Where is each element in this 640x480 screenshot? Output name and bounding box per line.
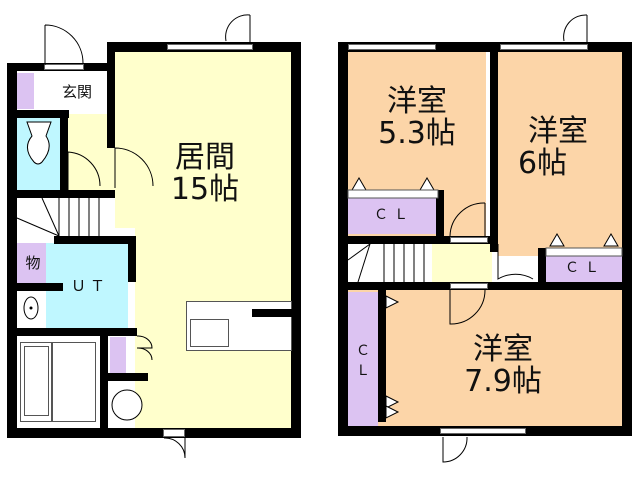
room-size: 6帖	[518, 146, 568, 182]
wall	[100, 328, 108, 428]
wall	[7, 428, 301, 438]
toilet-icon	[26, 121, 52, 165]
room-name: 洋室	[473, 332, 533, 367]
wall	[538, 248, 546, 284]
window	[167, 44, 253, 50]
entrance-door-opening	[44, 64, 84, 70]
wall	[378, 290, 386, 422]
closet-2-label: ＣＬ	[565, 260, 605, 276]
bedroom-5-3-label: 洋室 5.3帖	[362, 84, 472, 152]
floor-1-plan: 居間 15帖 玄関 ＵＴ 物	[0, 0, 310, 480]
wall	[128, 236, 136, 282]
window	[500, 44, 588, 50]
room-name: 洋室	[528, 114, 588, 149]
staircase	[347, 243, 432, 283]
bedroom-7-9-fill	[348, 290, 622, 428]
wall	[490, 42, 498, 252]
closet-3-label: Ｃ Ｌ	[356, 343, 370, 379]
wall	[7, 328, 137, 336]
wall	[54, 236, 136, 244]
closet-2	[546, 256, 622, 282]
kitchen-sink	[190, 319, 229, 347]
door-opening	[450, 237, 488, 243]
wall	[7, 283, 63, 291]
wall	[252, 309, 292, 317]
room-name: 居間	[175, 140, 235, 175]
bedroom-6-label: 洋室 6帖	[518, 114, 598, 182]
bedroom-7-9-label: 洋室 7.9帖	[448, 332, 558, 400]
door-opening	[450, 283, 488, 289]
room-size: 15帖	[170, 172, 240, 208]
door-opening	[163, 429, 185, 437]
room-size: 5.3帖	[378, 116, 456, 152]
wall	[107, 42, 115, 148]
wall	[338, 42, 632, 52]
shower-area	[52, 342, 96, 422]
window	[440, 428, 526, 434]
room-name: 洋室	[387, 84, 447, 119]
bathtub-inner	[24, 346, 49, 416]
wall	[436, 190, 444, 242]
wall	[7, 190, 115, 198]
shoe-closet-fill	[16, 73, 34, 109]
closet-1-label: ＣＬ	[374, 207, 414, 223]
wall	[60, 110, 68, 192]
entrance-label: 玄関	[61, 83, 92, 101]
wall	[7, 63, 17, 438]
closet-small-fill	[110, 337, 126, 373]
wall	[291, 42, 301, 436]
wall	[108, 373, 148, 381]
room-size: 7.9帖	[464, 364, 542, 400]
closet-3	[348, 292, 378, 426]
entrance-fill	[42, 73, 105, 113]
wall	[622, 42, 632, 436]
window	[348, 44, 436, 50]
bedroom-6-fill	[498, 52, 622, 256]
bathtub	[20, 342, 52, 422]
living-room-fill	[115, 52, 293, 228]
wall	[7, 110, 69, 118]
living-room-label: 居間 15帖	[150, 140, 260, 208]
wall	[338, 236, 498, 244]
door-swing-icon	[44, 14, 251, 459]
hall-2-fill	[430, 244, 492, 282]
closet-1	[348, 198, 438, 234]
washing-machine-icon	[111, 389, 143, 421]
storage-label: 物	[25, 254, 41, 272]
washbasin-icon	[23, 296, 39, 320]
bathroom-fill	[17, 336, 100, 428]
utility-label: ＵＴ	[70, 277, 109, 295]
staircase	[16, 197, 109, 237]
